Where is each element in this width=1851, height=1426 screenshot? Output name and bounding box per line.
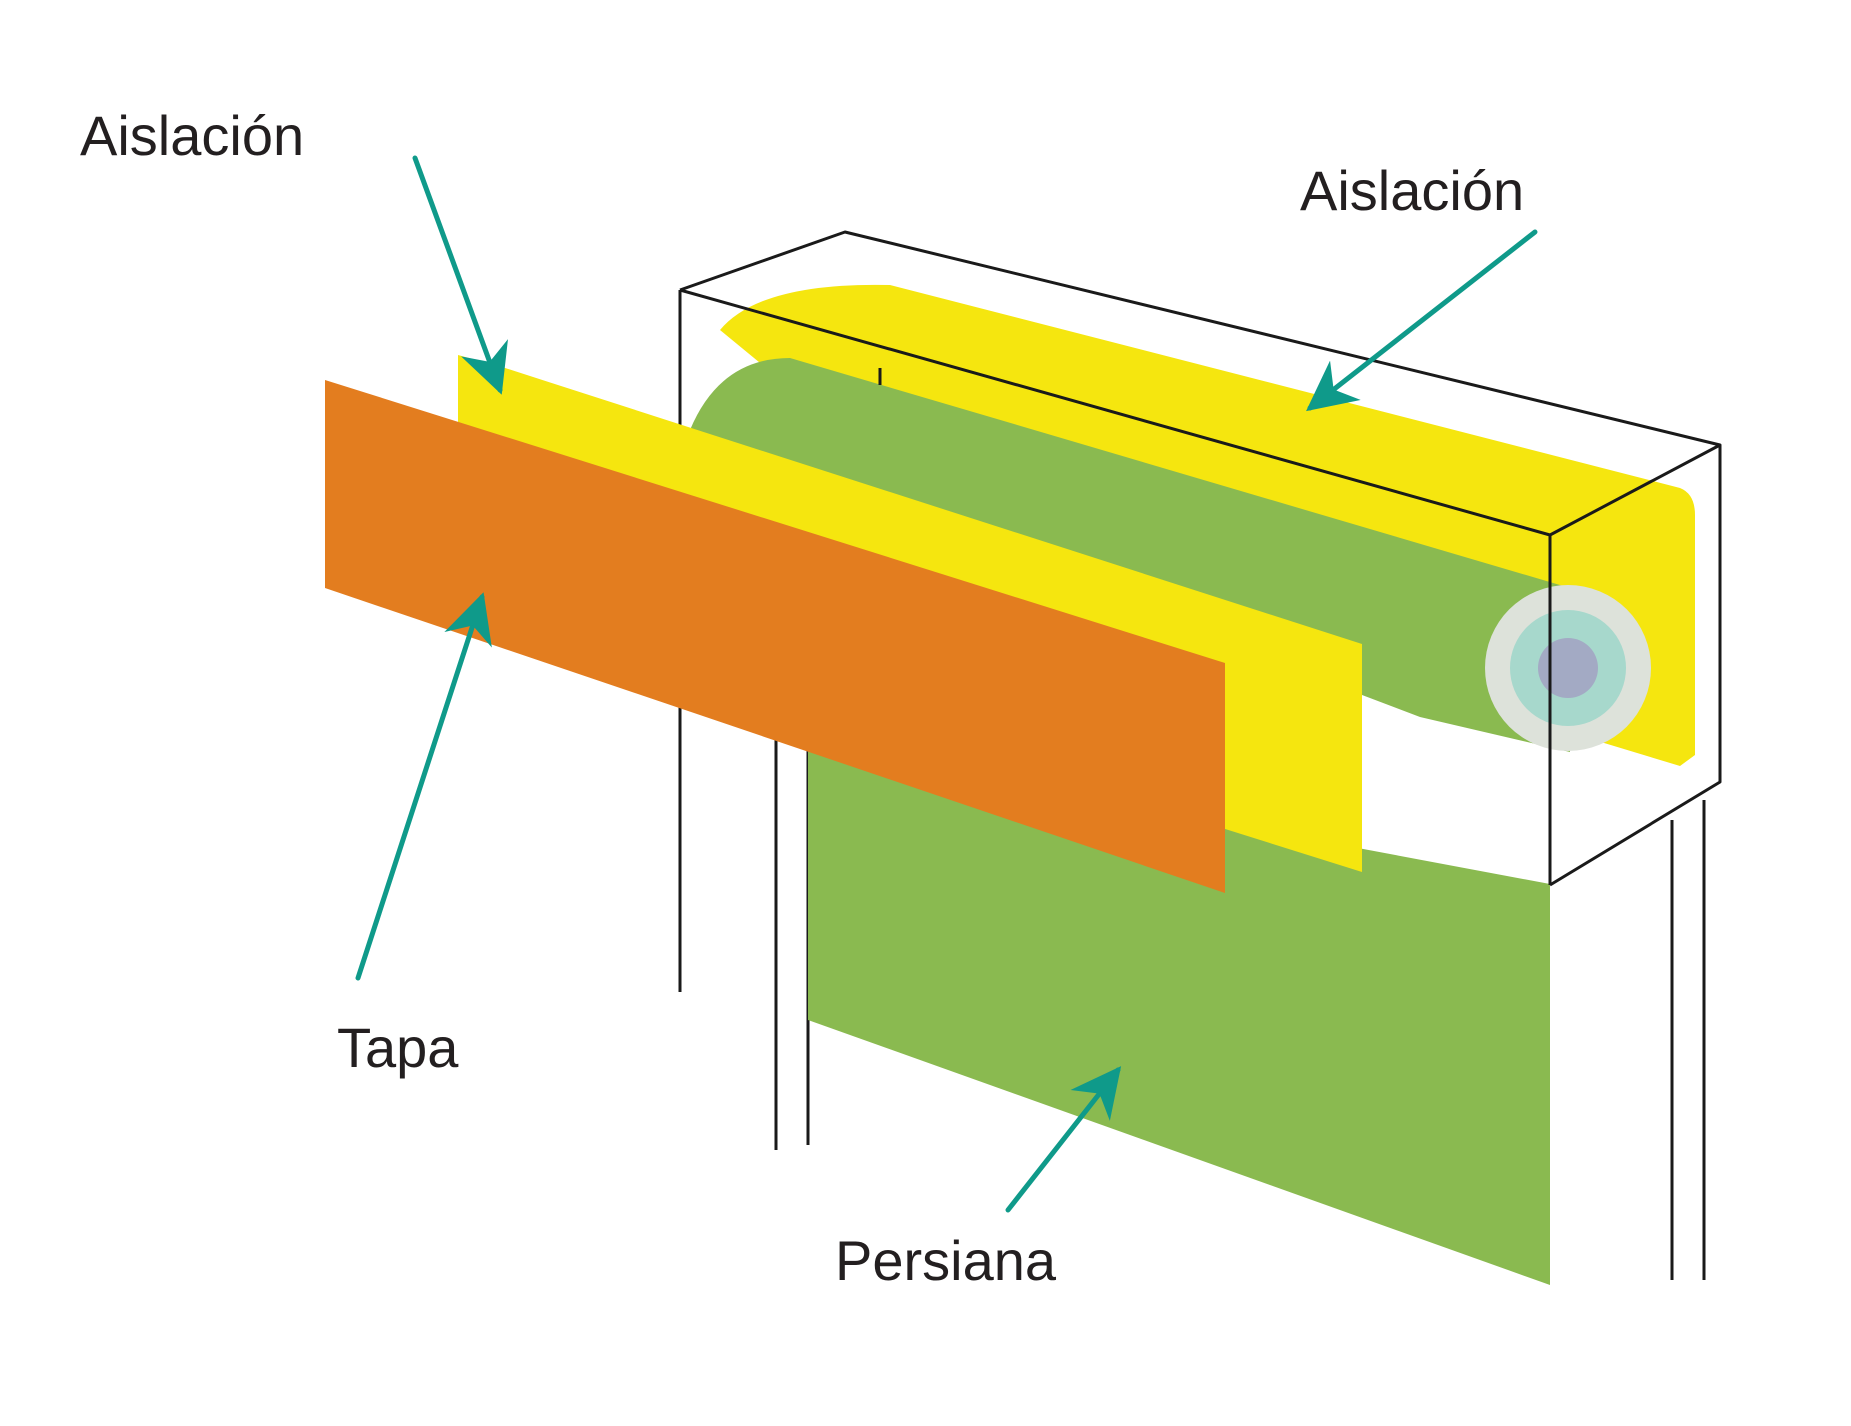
label-insulation-right: Aislación: [1300, 159, 1524, 222]
axle-core: [1538, 638, 1598, 698]
arrow-cover: [355, 592, 492, 981]
arrow-insulation-left: [412, 155, 508, 395]
box-side-edge: [1549, 445, 1722, 887]
arrow-insulation-right: [1306, 229, 1538, 412]
roller-axle-end: [1485, 585, 1651, 751]
blind-curtain: [808, 745, 1550, 1285]
label-blind: Persiana: [835, 1229, 1057, 1292]
box-outline: [679, 230, 1722, 887]
label-insulation-left: Aislación: [80, 104, 304, 167]
label-cover: Tapa: [337, 1016, 459, 1079]
cover-panel: [325, 380, 1225, 893]
callout-arrows: [355, 155, 1538, 1213]
arrow-blind: [1005, 1066, 1122, 1213]
